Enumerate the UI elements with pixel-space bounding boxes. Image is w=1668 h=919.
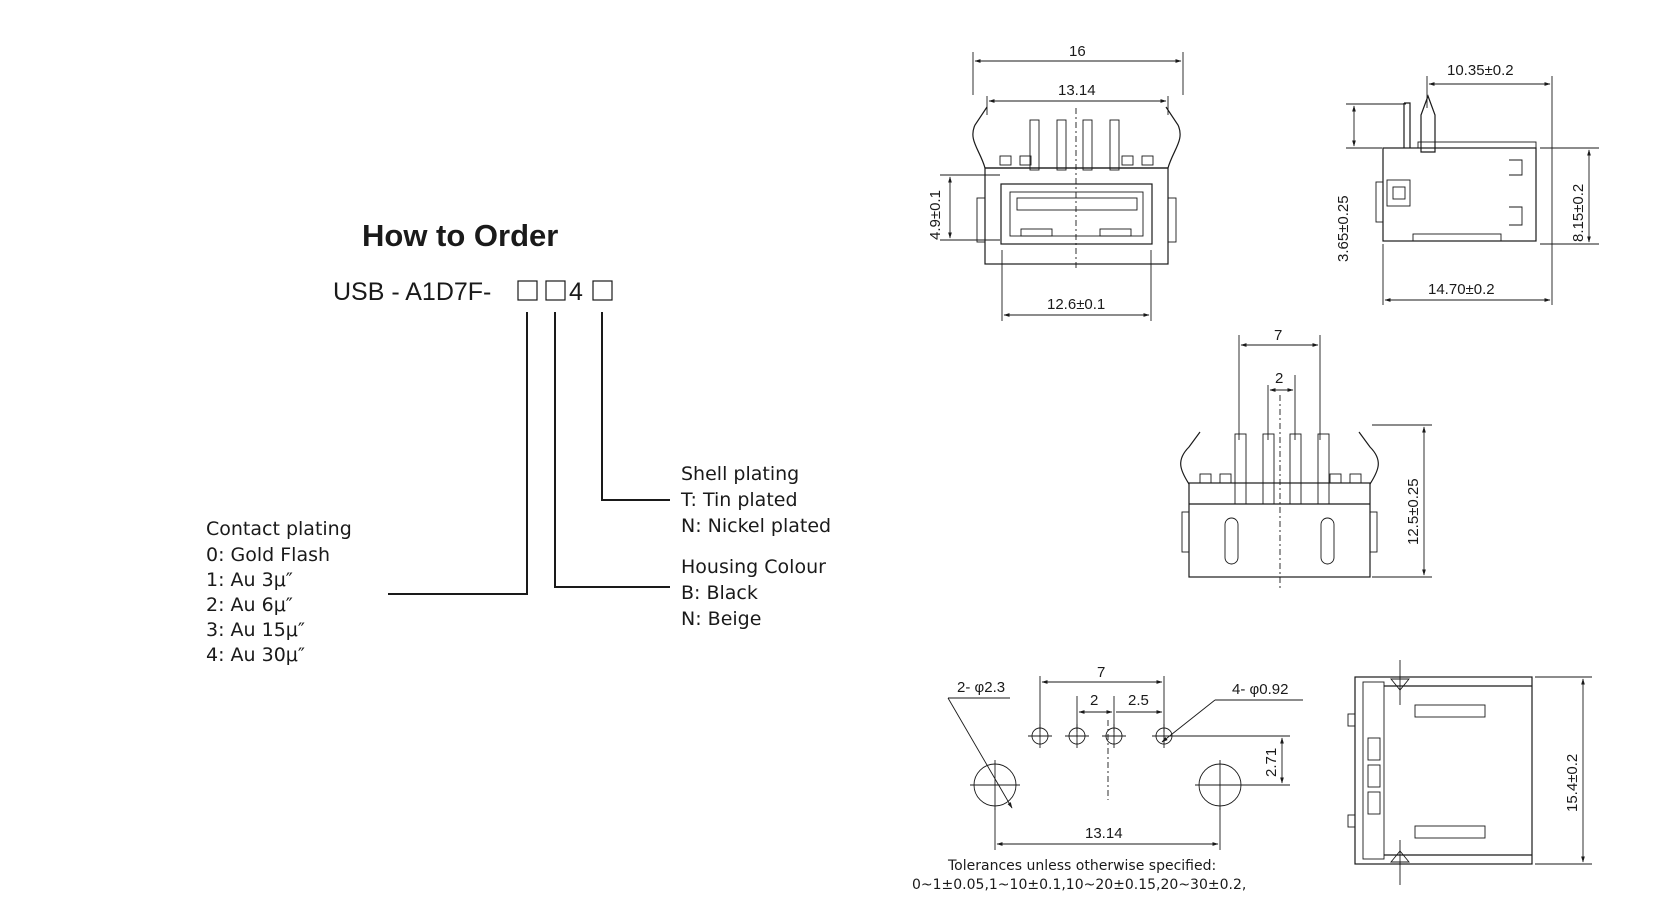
code-box-housing [545, 280, 566, 301]
housing-colour-option: N: Beige [681, 608, 761, 630]
housing-colour-heading: Housing Colour [681, 556, 826, 578]
dim-front-width: 16 [1069, 43, 1086, 60]
contact-plating-option: 1: Au 3μ″ [206, 569, 293, 591]
top-view: 15.4±0.2 [1347, 660, 1592, 885]
contact-plating-option: 4: Au 30μ″ [206, 644, 305, 666]
shell-plating-option: T: Tin plated [680, 489, 798, 511]
contact-plating-option: 0: Gold Flash [206, 544, 330, 566]
dim-pcb-mount-span: 13.14 [1085, 825, 1123, 842]
dim-front-height: 4.9±0.1 [927, 190, 944, 240]
code-box-contact [517, 280, 538, 301]
dim-front-opening: 12.6±0.1 [1047, 296, 1105, 313]
dim-pcb-pin-hole: 4- φ0.92 [1232, 681, 1288, 698]
dim-pcb-row-offset: 2.71 [1263, 748, 1280, 777]
dim-rear-height: 12.5±0.25 [1405, 478, 1422, 545]
dim-rear-pin-pitch: 2 [1275, 370, 1283, 387]
dim-pcb-pin-pitch: 2 [1090, 692, 1098, 709]
dim-side-pin-height: 3.65±0.25 [1335, 195, 1352, 262]
dim-rear-pin-span: 7 [1274, 327, 1282, 344]
pcb-layout-view: 7 2 2.5 2- φ2.3 4- φ0.92 2.7 [912, 664, 1303, 893]
dim-side-height: 8.15±0.2 [1570, 184, 1587, 242]
dim-pcb-mount-hole: 2- φ2.3 [957, 679, 1005, 696]
contact-plating-heading: Contact plating [206, 518, 352, 540]
housing-colour-option: B: Black [681, 582, 758, 604]
code-box-shell [592, 280, 613, 301]
contact-plating-option: 2: Au 6μ″ [206, 594, 293, 616]
leader-housing-colour [554, 312, 670, 588]
rear-view: 7 2 12.5±0.25 [1180, 327, 1432, 590]
how-to-order-section: How to Order USB - A1D7F- 4 Shell platin… [206, 218, 831, 666]
shell-plating-option: N: Nickel plated [681, 515, 831, 537]
tolerances-values: 0~1±0.05,1~10±0.1,10~20±0.15,20~30±0.2, [912, 877, 1246, 893]
part-number-fixed-digit: 4 [569, 278, 583, 306]
dim-side-top-length: 10.35±0.2 [1447, 62, 1514, 79]
side-view: 10.35±0.2 3.65±0.25 8.15±0.2 14.70±0.2 [1335, 62, 1599, 305]
contact-plating-option: 3: Au 15μ″ [206, 619, 305, 641]
shell-plating-heading: Shell plating [681, 463, 799, 485]
part-number-prefix: USB - A1D7F- [333, 278, 491, 306]
dim-front-pin-span: 13.14 [1058, 82, 1096, 99]
leader-contact-plating [388, 312, 528, 595]
how-to-order-title: How to Order [362, 218, 558, 253]
dim-side-length: 14.70±0.2 [1428, 281, 1495, 298]
tolerances-heading: Tolerances unless otherwise specified: [947, 858, 1216, 874]
leader-shell-plating [601, 312, 670, 501]
dim-pcb-offset: 2.5 [1128, 692, 1149, 709]
dim-top-depth: 15.4±0.2 [1564, 754, 1581, 812]
dim-pcb-pin-span: 7 [1097, 664, 1105, 681]
front-view: 16 13.14 4.9±0.1 [927, 43, 1184, 321]
